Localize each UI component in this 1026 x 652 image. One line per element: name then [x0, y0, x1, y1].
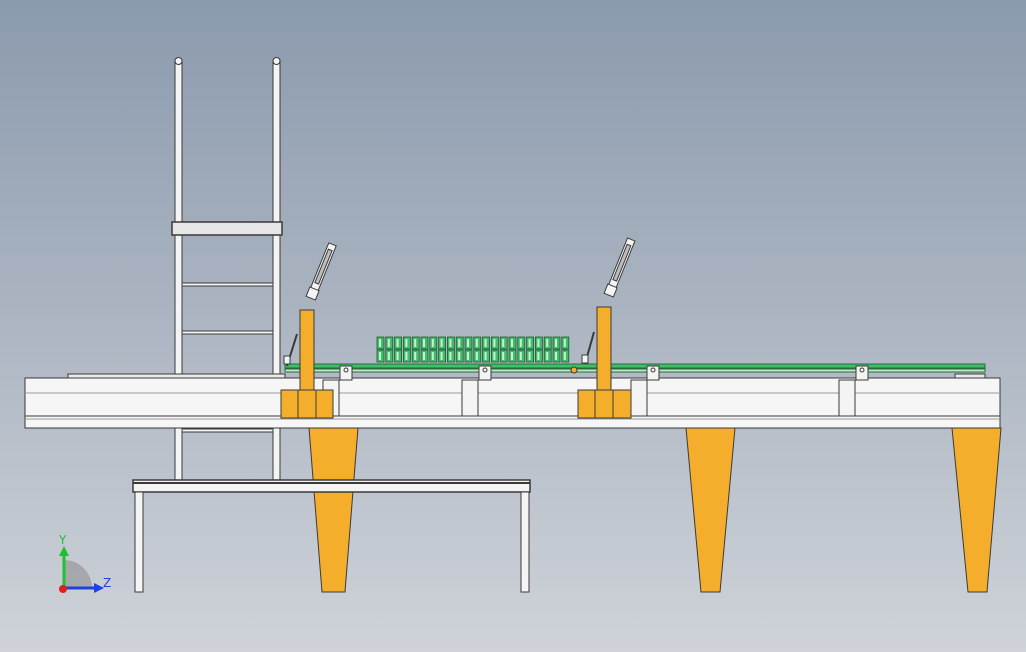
cylinder-base	[577, 389, 632, 419]
guide-rail	[284, 363, 986, 373]
bottle-highlight	[519, 352, 522, 360]
conveyor-top-rail	[67, 373, 286, 379]
triad-y-label: Y	[58, 533, 67, 547]
platform-top	[132, 479, 531, 493]
bottle-highlight	[537, 352, 540, 360]
support-leg	[951, 427, 1002, 593]
stopper	[570, 366, 578, 374]
cylinder-station-1[interactable]	[280, 242, 337, 419]
bottle-highlight	[414, 339, 417, 347]
bottle-highlight	[546, 352, 549, 360]
bottle-highlight	[440, 352, 443, 360]
bottle-highlight	[511, 339, 513, 347]
bottle-highlight	[440, 339, 443, 347]
bottle-highlight	[423, 339, 425, 347]
bottle-highlight	[431, 339, 434, 347]
bottle-highlight	[528, 352, 531, 360]
bottle-highlight	[423, 352, 425, 360]
bottle-highlight	[414, 352, 417, 360]
triad-x-axis	[59, 585, 67, 593]
bottle-highlight	[511, 352, 513, 360]
ladder-rung	[181, 428, 274, 433]
bottle-highlight	[502, 339, 505, 347]
ladder-tower[interactable]	[171, 57, 283, 481]
bottle-highlight	[467, 339, 469, 347]
bottle-highlight	[379, 339, 381, 347]
platform-leg	[134, 491, 144, 593]
view-orientation-triad-icon[interactable]: Y Z	[58, 533, 111, 593]
support-legs[interactable]	[308, 427, 1002, 593]
bottle-highlight	[519, 339, 522, 347]
work-platform[interactable]	[132, 479, 531, 593]
bottle-highlight	[563, 352, 566, 360]
bottle-highlight	[484, 339, 487, 347]
bottle-highlight	[555, 352, 557, 360]
ladder-rung	[181, 282, 274, 287]
bottle-highlight	[449, 352, 452, 360]
bottle-highlight	[502, 352, 505, 360]
triad-arc	[64, 560, 92, 588]
bottle-highlight	[387, 352, 390, 360]
bottle-highlight	[449, 339, 452, 347]
ladder-top-platform	[171, 221, 283, 236]
bottle-highlight	[475, 352, 478, 360]
conveyor-frame[interactable]	[24, 373, 1001, 429]
bottle-highlight	[405, 352, 408, 360]
conveyor-beam	[24, 377, 1001, 429]
rail-cap-left	[174, 57, 183, 65]
bottle-highlight	[405, 339, 408, 347]
conveyor-top-rail	[954, 373, 986, 379]
bottle-highlight	[431, 352, 434, 360]
bottle-highlight	[546, 339, 549, 347]
bottle-highlight	[475, 339, 478, 347]
bottle-highlight	[537, 339, 540, 347]
bottle-highlight	[484, 352, 487, 360]
bottle-highlight	[458, 352, 461, 360]
rail-cap-right	[272, 57, 281, 65]
bottle-highlight	[493, 339, 496, 347]
rail-brackets	[322, 365, 869, 417]
bottle-highlight	[387, 339, 390, 347]
bottle-highlight	[458, 339, 461, 347]
triad-z-label: Z	[103, 576, 111, 590]
bottle-highlight	[379, 352, 381, 360]
bottle-highlight	[528, 339, 531, 347]
platform-leg	[520, 491, 530, 593]
bottle-highlight	[467, 352, 469, 360]
support-leg	[308, 427, 359, 593]
ladder-rung	[181, 330, 274, 335]
bottle-highlight	[493, 352, 496, 360]
bottle-group	[376, 336, 570, 363]
bottle-highlight	[396, 339, 399, 347]
bottle-highlight	[563, 339, 566, 347]
bottle-highlight	[555, 339, 557, 347]
cylinder-base	[280, 389, 334, 419]
support-leg	[685, 427, 736, 593]
bottle-highlight	[396, 352, 399, 360]
cylinder-station-2[interactable]	[570, 237, 636, 419]
